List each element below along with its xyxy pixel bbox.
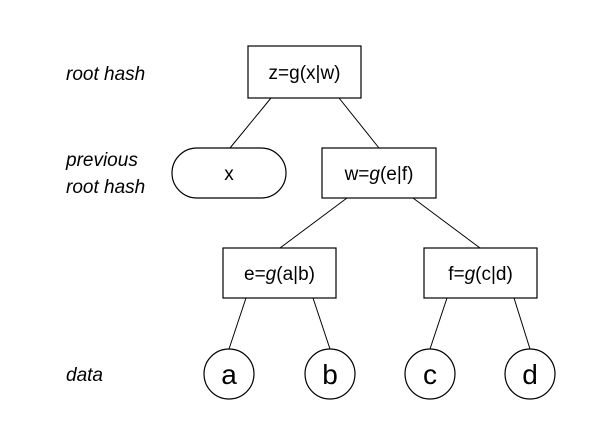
edge-e-b <box>312 297 331 350</box>
node-e: e=g(a|b) <box>222 247 337 299</box>
row-label-previous: previous <box>65 150 138 171</box>
node-previous-root-text: x <box>224 164 234 185</box>
leaf-c-text: c <box>423 359 437 390</box>
node-f-args: (c|d) <box>475 264 513 285</box>
node-root-args: (x|w) <box>300 63 341 84</box>
node-w-fn: g <box>369 164 380 185</box>
node-w-lhs: w= <box>344 164 370 185</box>
leaf-d: d <box>504 348 556 400</box>
edge-root-prev <box>229 97 272 149</box>
leaf-c: c <box>404 348 456 400</box>
edge-f-c <box>429 297 448 350</box>
leaf-d-text: d <box>522 359 538 390</box>
edge-e-a <box>228 297 247 350</box>
node-f-fn: g <box>465 264 476 285</box>
node-w: w=g(e|f) <box>321 147 437 199</box>
node-root-lhs: z= <box>269 63 290 84</box>
node-w-args: (e|f) <box>380 164 413 185</box>
svg-text:z=g(x|w): z=g(x|w) <box>269 63 341 84</box>
node-f-lhs: f= <box>448 264 464 285</box>
leaf-b-text: b <box>322 359 338 390</box>
edge-root-w <box>338 97 380 149</box>
node-root: z=g(x|w) <box>247 45 362 99</box>
leaf-a-text: a <box>221 359 237 390</box>
edge-w-e <box>279 197 348 249</box>
row-label-root-hash: root hash <box>66 64 145 85</box>
node-f: f=g(c|d) <box>423 247 538 299</box>
edge-w-f <box>412 197 481 249</box>
node-root-fn: g <box>289 63 300 84</box>
svg-text:f=g(c|d): f=g(c|d) <box>448 264 513 285</box>
node-e-lhs: e= <box>244 264 266 285</box>
svg-text:w=g(e|f): w=g(e|f) <box>344 164 414 185</box>
leaf-a: a <box>203 348 255 400</box>
row-label-previous-root-hash: root hash <box>66 177 145 198</box>
node-e-args: (a|b) <box>276 264 315 285</box>
node-previous-root: x <box>171 147 287 199</box>
leaf-b: b <box>304 348 356 400</box>
edge-f-d <box>513 297 531 350</box>
svg-text:e=g(a|b): e=g(a|b) <box>244 264 315 285</box>
node-e-fn: g <box>266 264 277 285</box>
row-label-data: data <box>66 365 103 386</box>
